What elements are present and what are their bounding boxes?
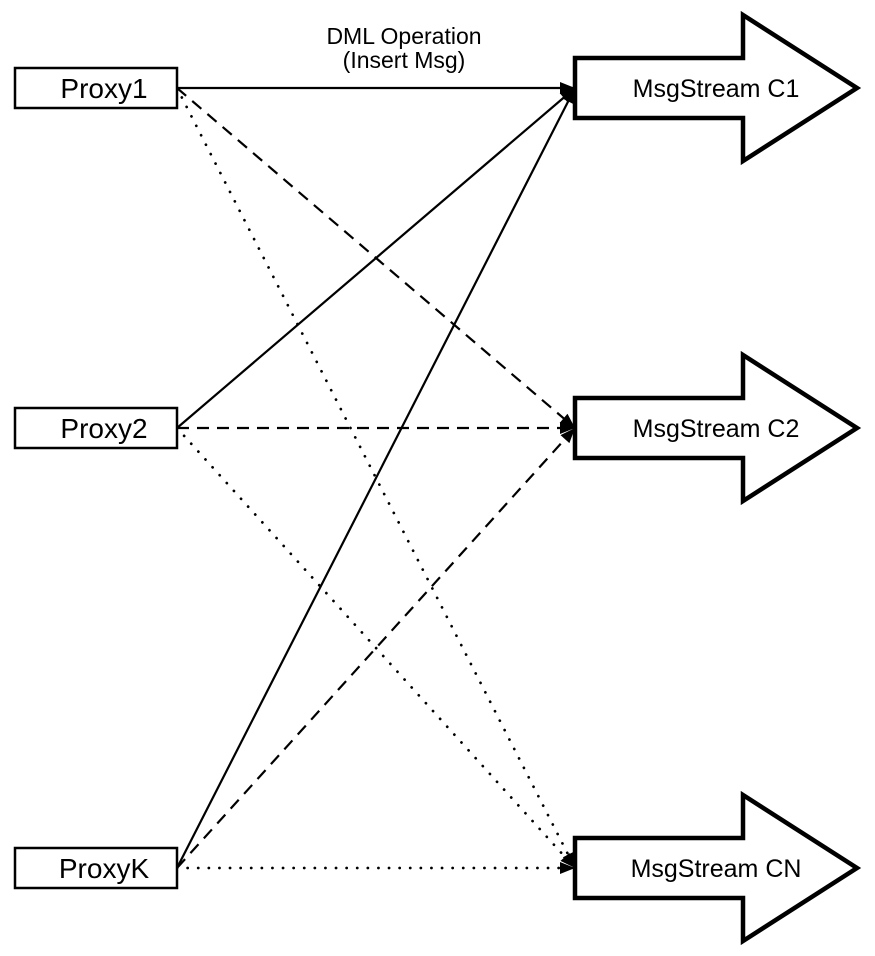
edges: [175, 82, 577, 874]
block-arrow-shape: [572, 10, 862, 166]
edge-proxy2-to-cn: [175, 426, 577, 870]
proxy-box: [13, 406, 179, 450]
proxy-box: [13, 66, 179, 110]
proxy-box: [13, 846, 179, 890]
stream-label: MsgStream CN: [631, 855, 802, 883]
proxy-label: Proxy1: [60, 73, 147, 104]
annotation-line2: (Insert Msg): [343, 47, 466, 73]
block-arrow-shape: [572, 350, 862, 506]
edge-annotation: DML Operation (Insert Msg): [326, 23, 481, 73]
stream-label: MsgStream C1: [633, 75, 800, 103]
node-proxy2: Proxy2: [13, 406, 179, 450]
stream-msgstream-c2: MsgStream C2: [572, 350, 862, 506]
proxy-label: Proxy2: [60, 413, 147, 444]
proxy-label: ProxyK: [59, 853, 150, 884]
node-proxy1: Proxy1: [13, 66, 179, 110]
stream-msgstream-cn: MsgStream CN: [572, 790, 862, 946]
annotation-line1: DML Operation: [326, 23, 481, 49]
edge-proxy1-to-c2: [176, 87, 576, 429]
node-proxyk: ProxyK: [13, 846, 179, 890]
stream-label: MsgStream C2: [633, 415, 800, 443]
block-arrow-shape: [572, 790, 862, 946]
stream-msgstream-c1: MsgStream C1: [572, 10, 862, 166]
edge-proxyk-to-c1: [176, 87, 576, 869]
